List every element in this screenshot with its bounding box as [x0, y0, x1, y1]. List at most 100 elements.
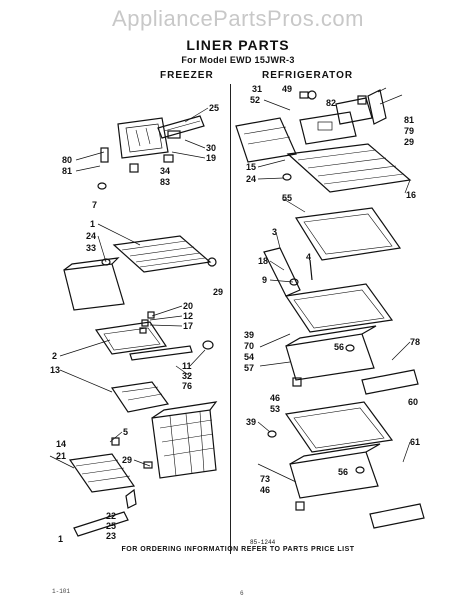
refrigerator-shelf-upper: [286, 143, 412, 193]
callout-f-80: 80: [62, 155, 73, 165]
callout-r-60: 60: [408, 397, 419, 407]
corner-mark: 1-101: [52, 588, 71, 595]
callout-r-31: 31: [252, 84, 263, 94]
freezer-bin-upper: [63, 257, 125, 311]
callout-r-78: 78: [410, 337, 421, 347]
ice-cube-tray: [110, 381, 170, 413]
callout-f-81: 81: [62, 166, 73, 176]
shelf-track: [263, 247, 301, 297]
control-panel: [299, 111, 357, 145]
callout-f-19: 19: [206, 153, 217, 163]
cover-support: [267, 430, 277, 438]
callout-r-56b: 56: [338, 467, 349, 477]
callout-r-53: 53: [270, 404, 281, 414]
callout-r-39b: 39: [246, 417, 257, 427]
callout-f-21: 21: [56, 451, 67, 461]
pan-guide: [295, 501, 305, 511]
bulb-socket: [163, 154, 174, 163]
control-knob: [167, 130, 181, 139]
rail-hanger: [125, 488, 137, 509]
freezer-air-duct: [157, 115, 205, 139]
callout-f-25: 25: [209, 103, 220, 113]
callout-f-32: 32: [182, 371, 193, 381]
callout-r-82: 82: [326, 98, 337, 108]
diagram-title: LINER PARTS: [186, 37, 290, 53]
control-housing: [335, 97, 373, 125]
spacer: [129, 163, 139, 173]
callout-r-49: 49: [282, 84, 293, 94]
track-nut: [289, 278, 299, 286]
callout-r-15: 15: [246, 162, 257, 172]
tray-rail: [129, 345, 193, 361]
callout-r-46a: 46: [270, 393, 281, 403]
callout-f-76: 76: [182, 381, 193, 391]
model-number: For Model EWD 15JWR-3: [181, 55, 295, 65]
callout-f-2: 2: [52, 351, 58, 361]
callout-r-52: 52: [250, 95, 261, 105]
glass-shelf: [295, 207, 402, 261]
callout-r-3: 3: [272, 227, 278, 237]
page-mark: 6: [240, 590, 244, 597]
freezer-wire-shelf-upper: [112, 235, 217, 273]
refrigerator-heading: REFRIGERATOR: [262, 70, 354, 81]
ordering-note: FOR ORDERING INFORMATION REFER TO PARTS …: [121, 546, 355, 553]
callout-f-24: 24: [86, 231, 97, 241]
callout-f-83: 83: [160, 177, 171, 187]
meat-keeper-pan: [289, 443, 381, 499]
hinge-bracket: [100, 147, 109, 163]
callout-r-16: 16: [406, 190, 417, 200]
callout-r-29: 29: [404, 137, 415, 147]
callout-f-34: 34: [160, 166, 171, 176]
callout-f-13: 13: [50, 365, 61, 375]
callout-f-1b: 1: [58, 534, 64, 544]
callout-f-17: 17: [183, 321, 194, 331]
callout-f-14: 14: [56, 439, 67, 449]
callout-f-22: 22: [106, 511, 117, 521]
crisper-guide: [292, 377, 302, 387]
pan-rail: [369, 503, 425, 529]
callout-r-56a: 56: [334, 342, 345, 352]
track-screw: [309, 259, 313, 281]
callout-f-30: 30: [206, 143, 217, 153]
callout-f-33: 33: [86, 243, 97, 253]
callout-f-12: 12: [183, 311, 194, 321]
shelf-bracket: [143, 461, 153, 469]
light-switch: [357, 95, 367, 105]
crisper-rail: [361, 369, 419, 395]
watermark: AppliancePartsPros.com: [112, 6, 364, 31]
callout-r-46b: 46: [260, 485, 271, 495]
callout-r-39a: 39: [244, 330, 255, 340]
crisper-cover: [284, 283, 394, 333]
callout-f-1: 1: [90, 219, 96, 229]
meat-keeper-cover: [284, 401, 394, 453]
callout-f-20: 20: [183, 301, 194, 311]
thermostat-bracket: [299, 91, 309, 99]
crisper-pan: [285, 325, 377, 381]
callout-r-81: 81: [404, 115, 415, 125]
callout-r-57: 57: [244, 363, 255, 373]
freezer-sliding-tray: [94, 321, 168, 355]
freezer-light-housing: [117, 117, 169, 159]
screw: [111, 437, 120, 446]
callout-r-70: 70: [244, 341, 255, 351]
right-hinge-assembly: [367, 87, 387, 125]
lower-rail: [73, 511, 129, 537]
callout-f-7: 7: [92, 200, 98, 210]
callout-f-25b: 25: [106, 521, 117, 531]
callout-r-55: 55: [282, 193, 293, 203]
dairy-compartment: [235, 117, 297, 163]
callout-r-61: 61: [410, 437, 421, 447]
thermostat-knob: [307, 90, 317, 100]
leader-lines: [49, 94, 411, 483]
section-divider: [230, 84, 231, 554]
callout-r-79: 79: [404, 126, 415, 136]
callout-r-18: 18: [258, 256, 269, 266]
freezer-wire-shelf-lower: [68, 453, 136, 493]
tray-clip: [139, 327, 147, 334]
shelf-clip: [101, 258, 111, 266]
callout-r-9: 9: [262, 275, 268, 285]
callout-r-4: 4: [306, 252, 312, 262]
tray-stop: [141, 319, 149, 327]
tray-glide: [147, 311, 155, 319]
